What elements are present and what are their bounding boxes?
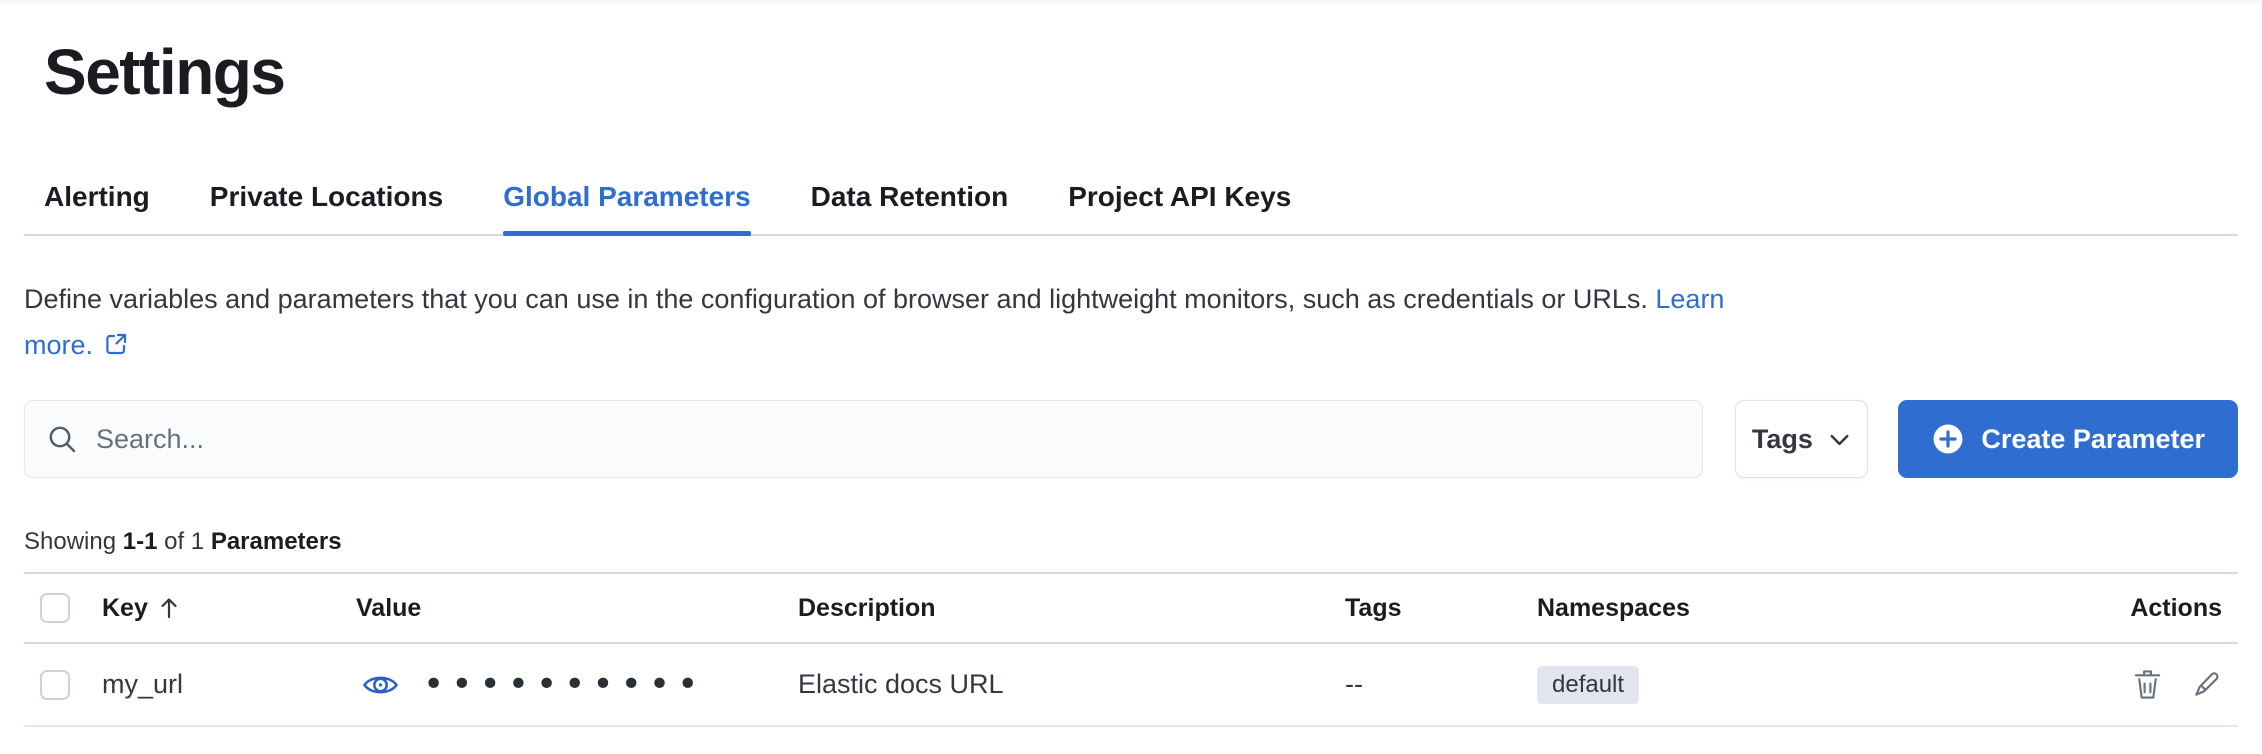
trash-icon <box>2134 670 2161 699</box>
chevron-down-icon <box>1830 434 1849 445</box>
cell-namespaces: default <box>1537 665 2077 704</box>
column-header-tags: Tags <box>1345 593 1402 622</box>
sort-ascending-icon <box>161 598 177 619</box>
column-header-key[interactable]: Key <box>102 594 356 623</box>
column-header-description: Description <box>798 593 936 622</box>
delete-parameter-button[interactable] <box>2132 668 2163 701</box>
table-header-row: Key Value Description Tags Namespaces Ac… <box>24 574 2238 644</box>
parameters-table: Key Value Description Tags Namespaces Ac… <box>24 572 2238 727</box>
reveal-value-button[interactable] <box>362 672 399 698</box>
learn-more-link[interactable]: Learn more. <box>24 284 1725 360</box>
eye-icon <box>362 676 399 693</box>
page-description: Define variables and parameters that you… <box>24 276 2194 368</box>
top-shadow <box>0 0 2262 6</box>
tab-private-locations[interactable]: Private Locations <box>209 181 444 212</box>
results-count: 1 <box>190 528 205 555</box>
settings-tabs: Alerting Private Locations Global Parame… <box>24 180 2238 236</box>
namespace-badge: default <box>1537 665 1640 704</box>
page-title: Settings <box>44 36 286 108</box>
search-input[interactable] <box>96 401 1681 477</box>
parameters-toolbar: Tags Create Parameter <box>24 400 2238 478</box>
tags-filter-button[interactable]: Tags <box>1735 400 1869 478</box>
results-summary: Showing 1-1 of 1 Parameters <box>24 528 342 555</box>
results-range: 1-1 <box>122 528 158 555</box>
cell-value: •••••••••• <box>356 663 798 705</box>
pencil-icon <box>2195 672 2219 696</box>
results-entity: Parameters <box>210 528 342 555</box>
column-header-value: Value <box>356 593 422 622</box>
table-row: my_url •••••••••• Elastic docs URL -- de… <box>24 644 2238 727</box>
settings-page: Settings Alerting Private Locations Glob… <box>0 36 2262 727</box>
tab-alerting[interactable]: Alerting <box>44 181 150 212</box>
cell-key: my_url <box>102 669 184 699</box>
tab-project-api-keys[interactable]: Project API Keys <box>1068 181 1292 212</box>
edit-parameter-button[interactable] <box>2191 669 2222 700</box>
tab-global-parameters[interactable]: Global Parameters <box>503 180 752 236</box>
tab-data-retention[interactable]: Data Retention <box>810 181 1009 212</box>
search-icon <box>49 426 76 452</box>
cell-description: Elastic docs URL <box>798 669 1004 699</box>
cell-actions <box>2077 668 2222 701</box>
external-link-icon <box>106 333 127 355</box>
masked-value: •••••••••• <box>423 663 706 705</box>
description-text: Define variables and parameters that you… <box>24 284 1648 314</box>
create-parameter-button[interactable]: Create Parameter <box>1898 400 2238 478</box>
search-box[interactable] <box>24 400 1704 478</box>
plus-in-circle-icon <box>1933 424 1963 454</box>
column-header-namespaces: Namespaces <box>1537 593 1690 622</box>
row-checkbox[interactable] <box>40 669 70 700</box>
cell-tags: -- <box>1345 669 1363 699</box>
column-header-actions: Actions <box>2130 593 2222 622</box>
select-all-checkbox[interactable] <box>40 593 70 623</box>
